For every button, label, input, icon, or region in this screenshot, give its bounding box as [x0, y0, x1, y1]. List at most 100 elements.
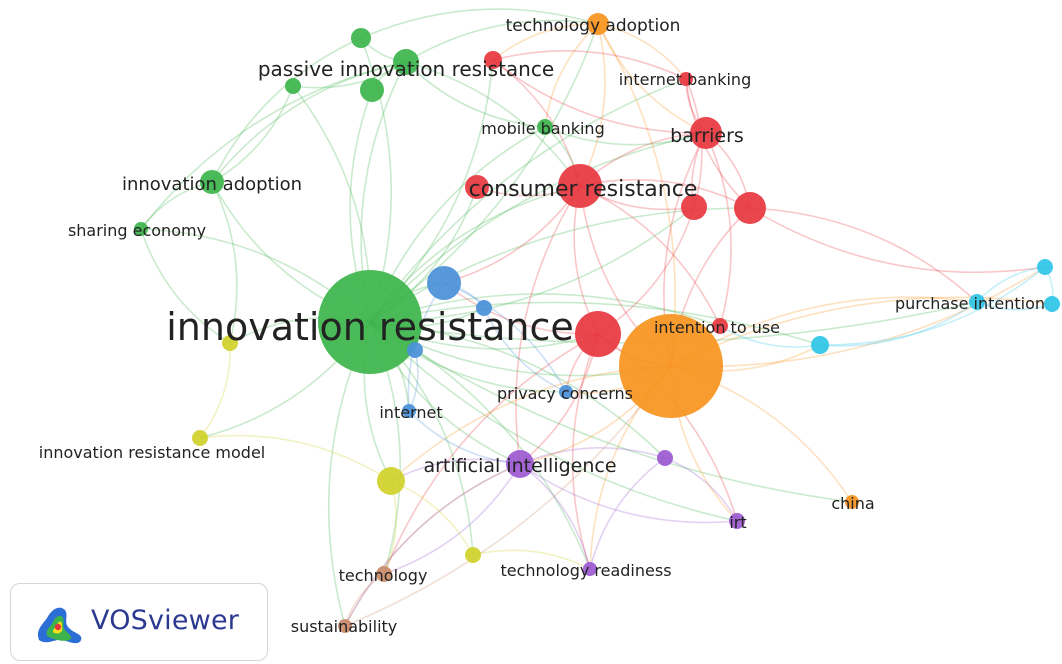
- link-line: [492, 23, 599, 61]
- label-irt[interactable]: irt: [729, 513, 746, 532]
- cyan-node[interactable]: [811, 336, 829, 354]
- link-line: [369, 301, 821, 346]
- link-line: [749, 207, 1046, 274]
- label-internet-banking[interactable]: internet banking: [619, 70, 751, 89]
- yellow-node[interactable]: [465, 547, 481, 563]
- link-line: [211, 85, 294, 183]
- green-node[interactable]: [393, 49, 419, 75]
- purple-node[interactable]: [729, 513, 745, 529]
- link-line: [705, 132, 732, 327]
- label-layer: innovation resistance passive innovation …: [39, 16, 1045, 636]
- green-node[interactable]: [537, 119, 553, 135]
- label-passive-innovation-resistance[interactable]: passive innovation resistance: [258, 57, 554, 81]
- link-line: [579, 185, 721, 327]
- red-node[interactable]: [734, 192, 766, 224]
- blue-node[interactable]: [476, 300, 492, 316]
- red-node[interactable]: [679, 72, 693, 86]
- label-artificial-intelligence[interactable]: artificial intelligence: [423, 455, 616, 477]
- red-node[interactable]: [558, 164, 602, 208]
- purple-node[interactable]: [583, 562, 597, 576]
- link-line: [344, 365, 672, 627]
- cyan-node[interactable]: [1037, 259, 1053, 275]
- label-technology-adoption[interactable]: technology adoption: [506, 16, 681, 36]
- cyan-node[interactable]: [969, 294, 985, 310]
- blue-node[interactable]: [427, 266, 461, 300]
- blue-node[interactable]: [402, 404, 416, 418]
- link-line: [472, 549, 591, 570]
- label-privacy-concerns[interactable]: privacy concerns: [497, 384, 633, 403]
- orange-node[interactable]: [845, 495, 859, 509]
- blue-node[interactable]: [559, 385, 573, 399]
- green-node[interactable]: [200, 170, 224, 194]
- link-line: [344, 463, 521, 627]
- link-line: [360, 8, 599, 39]
- link-line: [597, 23, 687, 80]
- link-line: [519, 446, 666, 465]
- link-line: [492, 50, 687, 80]
- label-internet[interactable]: internet: [379, 403, 442, 422]
- link-line: [589, 457, 666, 570]
- link-line: [408, 410, 521, 465]
- link-line: [344, 463, 521, 627]
- label-purchase-intention[interactable]: purchase intention: [895, 294, 1045, 313]
- link-line: [544, 126, 707, 146]
- label-barriers[interactable]: barriers: [670, 125, 744, 147]
- purple-node[interactable]: [657, 450, 673, 466]
- green-node[interactable]: [360, 78, 384, 102]
- link-line: [515, 185, 581, 465]
- link-line: [390, 458, 521, 482]
- link-line: [492, 59, 707, 134]
- link-line: [579, 23, 606, 187]
- link-line: [199, 342, 231, 439]
- orange-node[interactable]: [587, 13, 609, 35]
- node-layer: [134, 13, 1060, 633]
- red-node[interactable]: [712, 318, 728, 334]
- label-china[interactable]: china: [831, 494, 874, 513]
- red-node[interactable]: [681, 194, 707, 220]
- link-line: [519, 463, 591, 570]
- label-innovation-resistance-model[interactable]: innovation resistance model: [39, 443, 265, 462]
- link-line: [571, 333, 599, 570]
- green-node[interactable]: [351, 28, 371, 48]
- link-line: [819, 301, 978, 347]
- yellow-node[interactable]: [377, 467, 405, 495]
- link-line: [719, 325, 821, 348]
- green-node[interactable]: [318, 270, 422, 374]
- brown-node[interactable]: [376, 566, 392, 582]
- link-line: [211, 181, 238, 344]
- green-node[interactable]: [134, 222, 148, 236]
- label-consumer-resistance[interactable]: consumer resistance: [469, 177, 698, 202]
- yellow-node[interactable]: [222, 335, 238, 351]
- red-node[interactable]: [484, 51, 502, 69]
- label-sharing-economy[interactable]: sharing economy: [68, 221, 206, 240]
- cyan-node[interactable]: [1044, 296, 1060, 312]
- orange-node[interactable]: [619, 314, 723, 418]
- yellow-node[interactable]: [192, 430, 208, 446]
- label-innovation-adoption[interactable]: innovation adoption: [122, 174, 302, 195]
- link-line: [369, 132, 707, 323]
- link-line: [597, 23, 707, 134]
- green-node[interactable]: [285, 78, 301, 94]
- link-line: [519, 463, 738, 524]
- link-line: [544, 23, 599, 128]
- label-innovation-resistance[interactable]: innovation resistance: [166, 305, 573, 349]
- link-line: [140, 228, 231, 344]
- red-node[interactable]: [575, 311, 621, 357]
- link-line: [483, 307, 567, 393]
- label-intention-to-use[interactable]: intention to use: [654, 318, 780, 337]
- link-line: [369, 321, 853, 503]
- brown-node[interactable]: [338, 619, 352, 633]
- vosviewer-wordmark: VOSviewer: [91, 605, 240, 636]
- purple-node[interactable]: [506, 450, 534, 478]
- link-line: [199, 434, 392, 482]
- link-line: [405, 19, 599, 63]
- red-node[interactable]: [690, 117, 722, 149]
- blue-node[interactable]: [407, 342, 423, 358]
- label-technology[interactable]: technology: [339, 566, 428, 585]
- link-line: [685, 78, 751, 209]
- red-node[interactable]: [465, 175, 489, 199]
- label-technology-readiness[interactable]: technology readiness: [500, 561, 671, 580]
- label-mobile-banking[interactable]: mobile banking: [481, 119, 604, 138]
- label-sustainability[interactable]: sustainability: [291, 617, 398, 636]
